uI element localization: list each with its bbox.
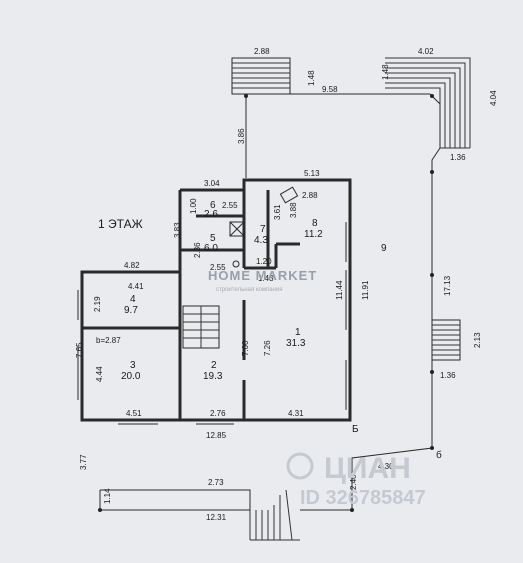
dim-2-36: 2.36 [193, 242, 202, 258]
cian-logo-icon [286, 452, 314, 480]
dim-1-43: 1.43 [258, 274, 274, 283]
dim-3-83: 3.83 [173, 222, 182, 238]
dim-12-31: 12.31 [206, 513, 227, 522]
dim-4-82: 4.82 [124, 261, 140, 270]
room-7-area: 4.3 [254, 235, 268, 246]
section-mark-b-upper: Б [352, 424, 359, 435]
dim-4-31: 4.31 [288, 409, 304, 418]
room-6-number: 6 [210, 200, 216, 211]
dim-4-51: 4.51 [126, 409, 142, 418]
room-2-number: 2 [211, 360, 217, 371]
house-walls [77, 178, 352, 425]
dim-4-44: 4.44 [95, 366, 104, 382]
dim-7-26: 7.26 [263, 340, 272, 356]
bottom-stair [99, 489, 300, 541]
dim-1-00: 1.00 [189, 198, 198, 214]
dim-7-65: 7.65 [75, 342, 84, 358]
watermark-brand: HOME MARKET [208, 268, 317, 283]
terrace-outline [98, 93, 441, 512]
cian-name: ЦИАН [324, 452, 411, 485]
cian-id: ID 326785847 [300, 487, 426, 509]
room-5-area: 6.0 [204, 243, 218, 254]
dim-2-55-b: 2.55 [210, 263, 226, 272]
dim-2-40: 2.40 [349, 474, 358, 490]
dim-3-88: 3.88 [289, 202, 298, 218]
dim-7-00: 7.00 [241, 340, 250, 356]
dim-4-30: 4.30 [378, 462, 394, 471]
room-3-area: 20.0 [121, 371, 141, 382]
dim-2-55-a: 2.55 [222, 201, 238, 210]
room-1-number: 1 [295, 327, 301, 338]
dim-1-48-a: 1.48 [307, 70, 316, 86]
dim-3-61: 3.61 [273, 204, 282, 220]
dim-2-88-top: 2.88 [254, 47, 270, 56]
dim-17-13: 17.13 [443, 275, 452, 296]
room-labels: 1 31.3 2 19.3 3 20.0 4 9.7 5 6.0 6 2.6 7… [121, 200, 387, 382]
top-stair-left [231, 57, 291, 95]
dim-12-85: 12.85 [206, 431, 227, 440]
dim-2-73: 2.73 [208, 478, 224, 487]
watermark: HOME MARKET строительная компания [208, 268, 317, 293]
dim-b-2-87: b=2.87 [96, 336, 121, 345]
room-4-number: 4 [130, 294, 136, 305]
dim-2-19: 2.19 [93, 296, 102, 312]
dim-11-91: 11.91 [361, 280, 370, 300]
room-4-area: 9.7 [124, 305, 138, 316]
side-stair [431, 319, 461, 361]
dim-4-02: 4.02 [418, 47, 434, 56]
dim-1-36-a: 1.36 [450, 153, 466, 162]
room-7-number: 7 [260, 224, 266, 235]
dim-4-41: 4.41 [128, 282, 144, 291]
room-8-area: 11.2 [304, 229, 323, 240]
dim-3-86: 3.86 [237, 128, 246, 144]
room-8-number: 8 [312, 218, 318, 229]
bathroom-fixtures [229, 186, 299, 268]
room-3-number: 3 [130, 360, 136, 371]
dim-11-44: 11.44 [335, 280, 344, 300]
room-1-area: 31.3 [286, 338, 306, 349]
section-mark-b-lower: б [436, 449, 442, 461]
dim-1-14: 1.14 [103, 488, 112, 504]
dim-2-76: 2.76 [210, 409, 226, 418]
dim-3-77: 3.77 [79, 454, 88, 470]
dim-9-58: 9.58 [322, 85, 338, 94]
watermark-subtitle: строительная компания [216, 287, 282, 293]
room-5-number: 5 [210, 233, 216, 244]
dim-2-88-mid: 2.88 [302, 191, 318, 200]
dim-1-20: 1.20 [256, 257, 272, 266]
room-2-area: 19.3 [203, 371, 223, 382]
dimension-labels: 2.88 1.48 4.02 1.48 4.04 9.58 1.36 3.86 … [75, 47, 498, 522]
top-stair-right [385, 57, 471, 149]
dim-2-13: 2.13 [473, 332, 482, 348]
dim-3-04: 3.04 [204, 179, 220, 188]
room-9-number: 9 [381, 243, 387, 254]
room-6-area: 2.6 [204, 209, 218, 220]
dim-1-48-b: 1.48 [381, 64, 390, 80]
cian-watermark: ЦИАН ID 326785847 [286, 452, 426, 509]
interior-stair [182, 305, 220, 349]
dim-4-04: 4.04 [489, 90, 498, 106]
dim-1-36-b: 1.36 [440, 371, 456, 380]
floor-label: 1 ЭТАЖ [98, 217, 143, 231]
dim-5-13: 5.13 [304, 169, 320, 178]
